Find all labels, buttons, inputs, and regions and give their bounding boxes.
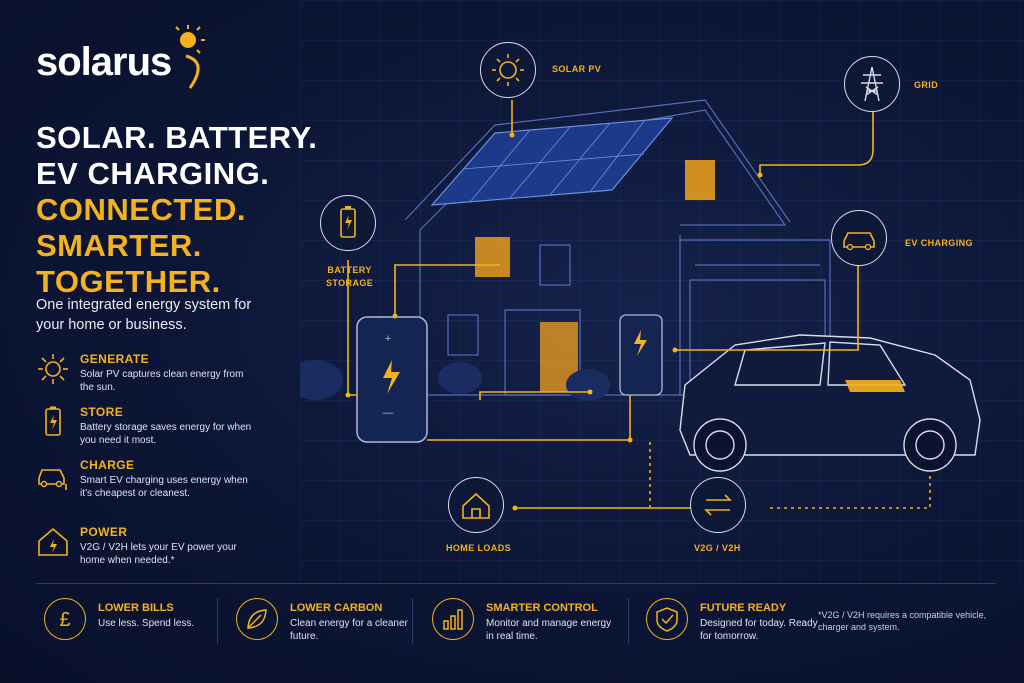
ev-charger-unit (619, 314, 663, 396)
home-loads-node (448, 477, 504, 533)
benefit-separator (217, 598, 218, 644)
feature-desc: Battery storage saves energy for when yo… (80, 422, 252, 446)
ev-plug-icon (38, 469, 67, 490)
benefit-separator (628, 598, 629, 644)
ev-charging-label: EV CHARGING (905, 238, 973, 248)
sun-icon (38, 354, 68, 384)
svg-text:£: £ (59, 609, 70, 631)
feature-store: STORE Battery storage saves energy for w… (36, 405, 266, 465)
benefit-title: SMARTER CONTROL (486, 602, 598, 614)
feature-title: STORE (80, 405, 124, 419)
battery-storage-label: BATTERY STORAGE (326, 264, 373, 290)
leaf-icon (236, 598, 278, 640)
benefit-desc: Use less. Spend less. (98, 618, 195, 629)
feature-generate: GENERATE Solar PV captures clean energy … (36, 352, 266, 412)
benefit-title: FUTURE READY (700, 602, 787, 614)
feature-desc: Solar PV captures clean energy from the … (80, 369, 244, 393)
feature-charge: CHARGE Smart EV charging uses energy whe… (36, 458, 266, 518)
feature-power: POWER V2G / V2H lets your EV power your … (36, 525, 266, 585)
lit-window-upper (685, 160, 715, 200)
bottom-divider (36, 583, 996, 584)
car-outline (679, 334, 981, 472)
pound-icon: £ (44, 598, 86, 640)
headline-line-5: TOGETHER. (36, 264, 221, 299)
lit-window-middle (475, 237, 510, 277)
bidirectional-arrows-icon (704, 494, 732, 516)
benefit-desc: Clean energy for a cleaner future. (290, 618, 408, 642)
sun-icon (492, 54, 524, 86)
feature-title: POWER (80, 525, 128, 539)
bush-middle (438, 362, 482, 394)
feature-desc: V2G / V2H lets your EV power your home w… (80, 542, 237, 566)
power-pylon-icon (861, 66, 883, 102)
battery-bolt-icon (383, 360, 400, 394)
home-loads-label: HOME LOADS (446, 543, 512, 553)
solar-pv-label: SOLAR PV (552, 64, 602, 74)
v2g-label: V2G / V2H (694, 543, 741, 553)
solar-pv-node (480, 42, 536, 98)
headline-line-3: CONNECTED. (36, 192, 246, 227)
energy-system-illustration: + — (300, 99, 981, 511)
bush-left (300, 360, 343, 400)
battery-icon (45, 406, 61, 436)
v2g-node (690, 477, 746, 533)
shield-check-icon (646, 598, 688, 640)
battery-minus-sign: — (383, 407, 394, 419)
car-headlight (845, 380, 905, 392)
bar-chart-icon (432, 598, 474, 640)
ev-charging-node (831, 210, 887, 266)
feature-desc: Smart EV charging uses energy when it’s … (80, 475, 248, 499)
benefit-desc: Designed for today. Ready for tomorrow. (700, 618, 818, 642)
battery-icon (340, 206, 356, 238)
sun-logo-icon (175, 25, 205, 89)
battery-storage-label-line-1: BATTERY (327, 265, 372, 275)
home-power-icon (38, 527, 68, 556)
battery-plus-sign: + (385, 333, 391, 345)
footnote: *V2G / V2H requires a compatible vehicle… (818, 610, 987, 632)
headline: SOLAR. BATTERY. EV CHARGING. CONNECTED. … (36, 120, 317, 300)
grid-node (844, 56, 900, 112)
solar-panels (430, 117, 674, 206)
headline-line-1: SOLAR. BATTERY. (36, 120, 318, 155)
feature-title: CHARGE (80, 458, 135, 472)
feature-title: GENERATE (80, 352, 149, 366)
brand-logo: solarus (36, 40, 172, 84)
benefit-title: LOWER BILLS (98, 602, 174, 614)
headline-line-4: SMARTER. (36, 228, 202, 263)
grid-label: GRID (914, 80, 939, 90)
benefit-desc: Monitor and manage energy in real time. (486, 618, 612, 642)
subtitle: One integrated energy system for your ho… (36, 297, 252, 333)
car-icon (843, 232, 875, 251)
benefit-separator (412, 598, 413, 644)
house-icon (462, 492, 490, 519)
battery-storage-label-line-2: STORAGE (326, 278, 374, 288)
bush-right (566, 369, 610, 401)
headline-line-2: EV CHARGING. (36, 156, 270, 191)
charger-bolt-icon (634, 330, 647, 356)
benefit-title: LOWER CARBON (290, 602, 383, 614)
blueprint-grid (300, 0, 1024, 580)
energy-lines (347, 100, 931, 509)
battery-storage-node (320, 195, 376, 251)
